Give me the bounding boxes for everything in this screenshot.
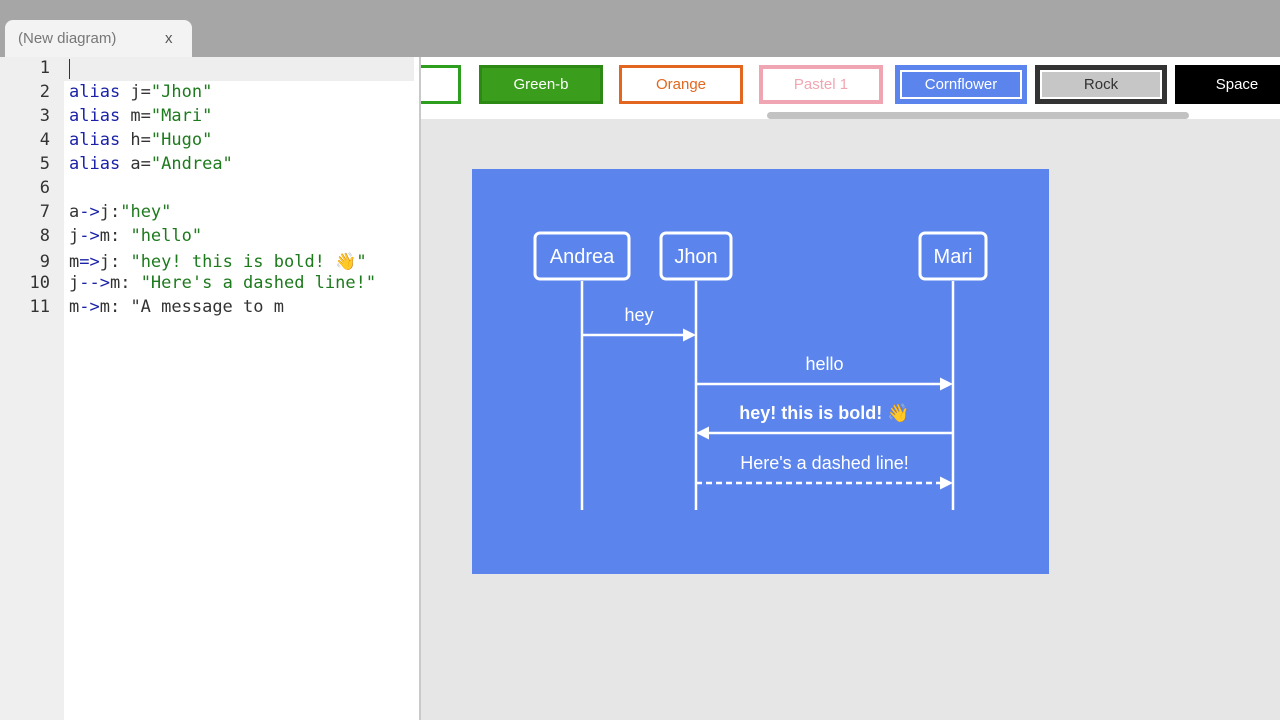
line-number: 10 xyxy=(29,273,50,293)
code-token: j: xyxy=(99,202,121,222)
tab-new-diagram[interactable]: (New diagram) x xyxy=(5,20,192,57)
active-line-highlight xyxy=(64,57,414,81)
code-line[interactable]: alias m="Mari" xyxy=(69,106,212,126)
sequence-diagram: Andrea Jhon Mari hey hello hey! this is bold!… xyxy=(533,231,988,510)
code-line[interactable]: alias a="Andrea" xyxy=(69,154,233,174)
actor-mari: Mari xyxy=(918,231,988,281)
message-label: hey xyxy=(624,305,653,325)
theme-label: Orange xyxy=(655,76,707,93)
actor-box xyxy=(659,231,733,281)
message-arrow: hello xyxy=(696,354,953,391)
actor-box xyxy=(918,231,988,281)
message-label: hey! this is bold! 👋 xyxy=(739,403,909,424)
code-token: -> xyxy=(79,202,100,222)
theme-button-partial[interactable] xyxy=(421,65,461,104)
code-line[interactable]: alias j="Jhon" xyxy=(69,82,212,102)
code-token: m: xyxy=(99,226,131,246)
message-label: Here's a dashed line! xyxy=(740,453,909,473)
code-token: j= xyxy=(120,82,151,102)
actor-jhon: Jhon xyxy=(659,231,733,281)
code-token: "Jhon" xyxy=(150,82,213,102)
arrowhead-icon xyxy=(940,377,953,391)
line-number: 3 xyxy=(39,106,50,126)
code-line[interactable]: alias h="Hugo" xyxy=(69,130,212,150)
theme-label: Rock xyxy=(1083,76,1119,93)
theme-button-green-b[interactable]: Green-b xyxy=(479,65,603,104)
code-token: "hello" xyxy=(130,226,203,246)
code-token: alias xyxy=(69,106,121,126)
code-token: j xyxy=(69,226,80,246)
tab-close-button[interactable]: x xyxy=(165,30,173,47)
code-line[interactable]: j-->m: "Here's a dashed line!" xyxy=(69,273,376,293)
actor-label: Andrea xyxy=(550,246,615,268)
code-token: -> xyxy=(79,297,100,317)
line-number: 1 xyxy=(39,58,50,78)
tab-title: (New diagram) xyxy=(18,30,117,47)
actor-label: Jhon xyxy=(674,246,717,268)
code-token: alias xyxy=(69,82,121,102)
code-token: "Mari" xyxy=(150,106,213,126)
code-token: "hey" xyxy=(120,202,172,222)
code-token: a= xyxy=(120,154,151,174)
actor-label: Mari xyxy=(934,246,973,268)
text-cursor xyxy=(69,59,70,79)
theme-selector-bar[interactable]: Green-b Orange Pastel 1 Cornflower Rock Space xyxy=(421,57,1280,119)
theme-label: Green-b xyxy=(513,76,569,93)
code-line[interactable]: m=>j: "hey! this is bold! 👋" xyxy=(69,252,367,272)
message-arrow: hey xyxy=(582,305,696,342)
theme-button-orange[interactable]: Orange xyxy=(619,65,743,104)
code-token: alias xyxy=(69,130,121,150)
theme-label: Pastel 1 xyxy=(793,76,849,93)
line-number: 5 xyxy=(39,154,50,174)
code-token: m xyxy=(69,252,80,272)
code-token: j xyxy=(69,273,80,293)
line-number: 9 xyxy=(39,252,50,272)
line-number-gutter xyxy=(0,57,64,720)
code-token: "Hugo" xyxy=(150,130,213,150)
code-token: h= xyxy=(120,130,151,150)
theme-label: Space xyxy=(1215,76,1259,93)
code-token: "Andrea" xyxy=(150,154,233,174)
code-token: => xyxy=(79,252,100,272)
code-line[interactable]: a->j:"hey" xyxy=(69,202,171,222)
theme-bar-scrollbar[interactable] xyxy=(767,112,1189,119)
theme-button-space[interactable]: Space xyxy=(1175,65,1280,104)
theme-label: Cornflower xyxy=(924,76,998,93)
arrowhead-icon xyxy=(940,476,953,490)
theme-button-cornflower[interactable]: Cornflower xyxy=(895,65,1027,104)
theme-button-rock[interactable]: Rock xyxy=(1035,65,1167,104)
line-number: 11 xyxy=(29,297,50,317)
title-bar: (New diagram) x xyxy=(0,0,1280,57)
actor-andrea: Andrea xyxy=(533,231,631,281)
code-token: m= xyxy=(120,106,151,126)
code-token: -> xyxy=(79,226,100,246)
line-number: 4 xyxy=(39,130,50,150)
code-line[interactable]: j->m: "hello" xyxy=(69,226,202,246)
code-token: "Here's a dashed line!" xyxy=(140,273,377,293)
code-line[interactable]: m->m: "A message to m xyxy=(69,297,284,317)
code-token: --> xyxy=(79,273,110,293)
line-number: 7 xyxy=(39,202,50,222)
arrowhead-icon xyxy=(696,426,709,440)
code-token: m: xyxy=(109,273,141,293)
arrowhead-icon xyxy=(683,328,696,342)
theme-button-pastel-1[interactable]: Pastel 1 xyxy=(759,65,883,104)
code-token: m: "A message to m xyxy=(99,297,284,317)
code-token: a xyxy=(69,202,80,222)
message-label: hello xyxy=(805,354,843,374)
actor-box xyxy=(533,231,631,281)
line-number: 2 xyxy=(39,82,50,102)
code-token: alias xyxy=(69,154,121,174)
code-token: j: xyxy=(99,252,131,272)
line-number: 8 xyxy=(39,226,50,246)
message-arrow: Here's a dashed line! xyxy=(696,453,953,490)
sequence-diagram-canvas: Andrea Jhon Mari hey hello hey! this is bold!… xyxy=(472,169,1049,574)
code-token: m xyxy=(69,297,80,317)
line-number: 6 xyxy=(39,178,50,198)
message-arrow: hey! this is bold! 👋 xyxy=(696,403,953,440)
code-token: "hey! this is bold! 👋" xyxy=(130,252,367,272)
